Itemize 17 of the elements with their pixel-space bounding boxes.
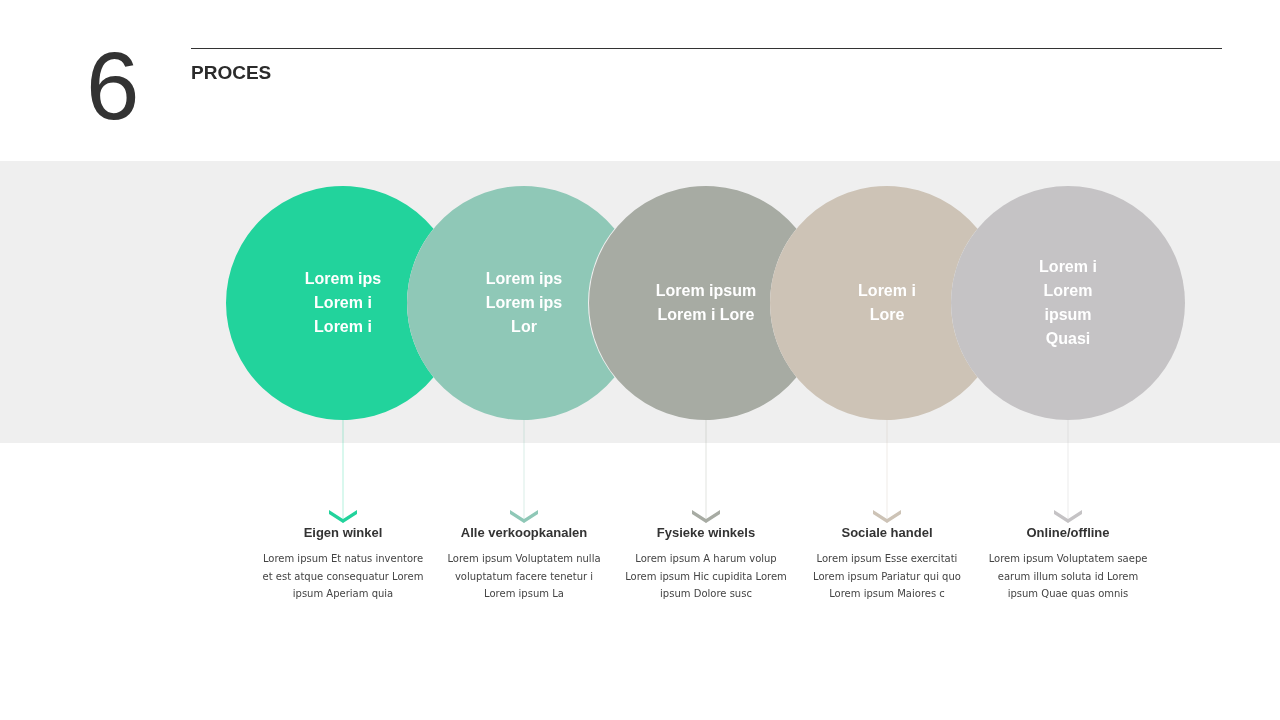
step-description: Lorem ipsum A harum volup Lorem ipsum Hic cupidita Lorem ipsum Dolore susc [624,552,788,601]
step-description: Lorem ipsum Voluptatem saepe earum illum soluta id Lorem ipsum Quae quas omnis [987,552,1149,601]
step-description: Lorem ipsum Et natus inventore et est atque consequatur Lorem ipsum Aperiam quia [261,552,425,601]
step-heading: Online/offline [1026,525,1110,540]
circle-label: Lorem i Lorem ipsum Quasi [1038,257,1098,349]
step-heading: Sociale handel [841,525,933,540]
circle-label: Lorem i Lore [857,281,917,325]
title: PROCES [191,62,272,84]
section-number: 6 [86,36,140,136]
step-description: Lorem ipsum Voluptatem nulla voluptatum facere tenetur i Lorem ipsum La [446,552,602,601]
step-heading: Eigen winkel [303,525,383,540]
circle-label: Lorem ipsum Lorem i Lore [654,281,758,325]
circle-label: Lorem ips Lorem i Lorem i [303,269,383,337]
step-heading: Alle verkoopkanalen [460,525,588,540]
step-heading: Fysieke winkels [656,525,756,540]
circle-label: Lorem ips Lorem ips Lor [484,269,564,337]
step-description: Lorem ipsum Esse exercitati Lorem ipsum Pariatur qui quo Lorem ipsum Maiores c [812,552,962,601]
